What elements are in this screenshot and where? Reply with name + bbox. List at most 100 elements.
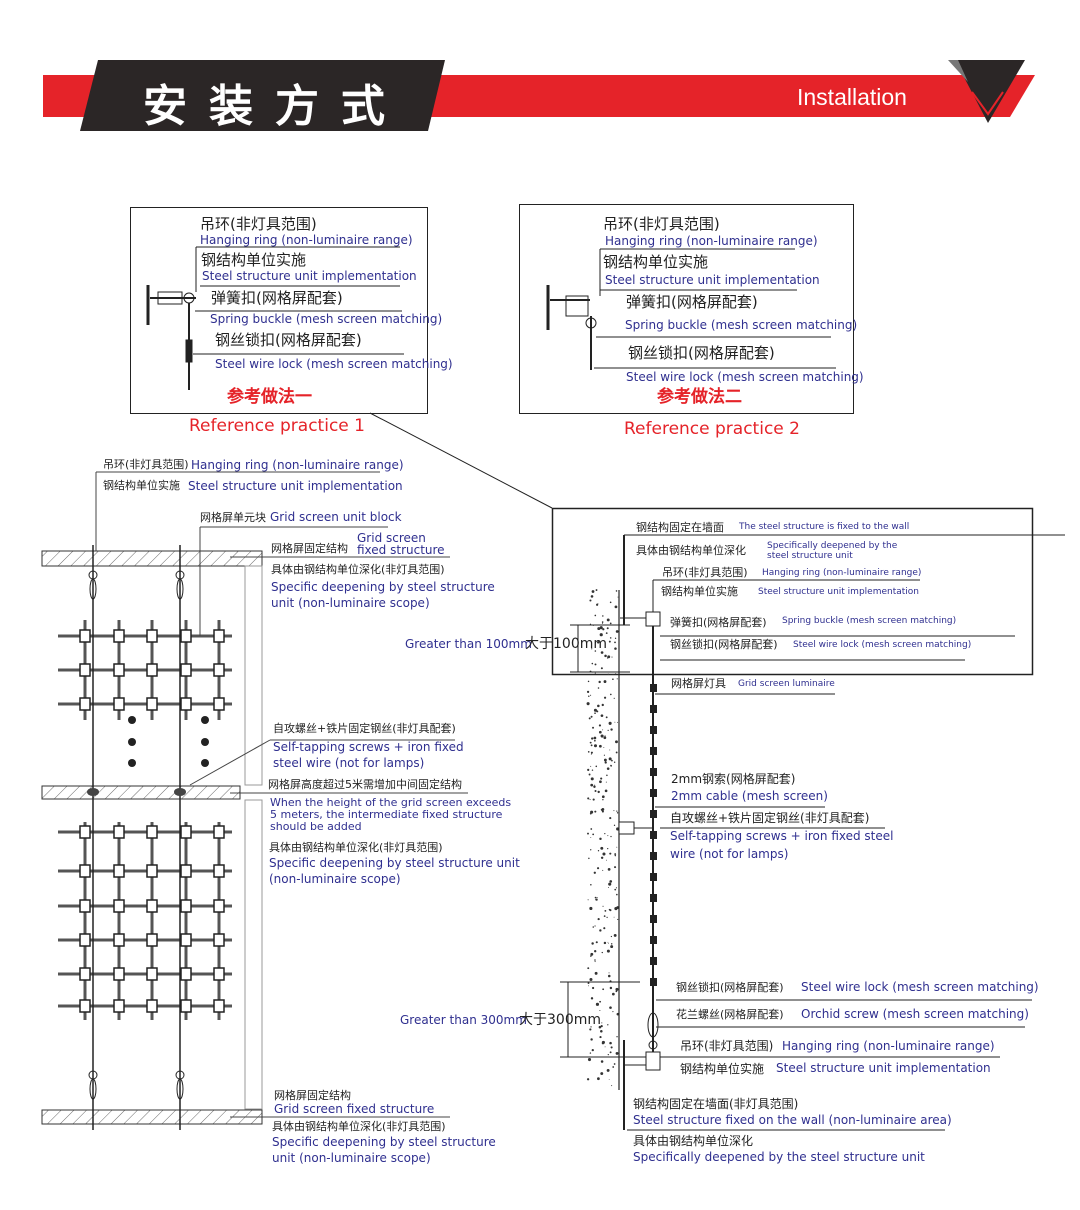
left-label: 网格屏单元块 bbox=[200, 511, 266, 524]
header-banner bbox=[43, 60, 1035, 131]
right-label: 2mm cable (mesh screen) bbox=[671, 789, 828, 803]
wall bbox=[586, 589, 620, 1087]
grid-node bbox=[113, 933, 125, 947]
dimension-label: Greater than 300mm bbox=[400, 1013, 527, 1027]
grid-node bbox=[180, 629, 192, 643]
ref1-label: 钢丝锁扣(网格屏配套) bbox=[215, 331, 362, 349]
grid-node bbox=[146, 864, 158, 878]
left-label: unit (non-luminaire scope) bbox=[271, 596, 430, 610]
grid-node bbox=[113, 629, 125, 643]
dimension-label: Greater than 100mm bbox=[405, 637, 532, 651]
right-label: 花兰螺丝(网格屏配套) bbox=[676, 1008, 784, 1021]
luminaire-node bbox=[650, 978, 657, 986]
ref2-label: 钢丝锁扣(网格屏配套) bbox=[628, 344, 775, 362]
right-label: Steel structure unit implementation bbox=[776, 1061, 991, 1075]
brand-logo bbox=[948, 60, 1025, 123]
ref2-label: Spring buckle (mesh screen matching) bbox=[625, 318, 858, 332]
grid-node bbox=[213, 697, 225, 711]
right-label: The steel structure is fixed to the wall bbox=[739, 522, 910, 532]
left-label: Grid screen unit block bbox=[270, 510, 402, 524]
right-label: 具体由钢结构单位深化 bbox=[633, 1134, 754, 1148]
continuation-dot bbox=[128, 759, 136, 767]
grid-node bbox=[180, 999, 192, 1013]
left-label: Specific deepening by steel structure un… bbox=[269, 856, 520, 870]
luminaire-node bbox=[650, 810, 657, 818]
luminaire-node bbox=[650, 726, 657, 734]
grid-node bbox=[146, 629, 158, 643]
right-label: Grid screen luminaire bbox=[738, 679, 835, 689]
grid-node bbox=[113, 967, 125, 981]
ref1-caption-en: Reference practice 1 bbox=[189, 416, 365, 436]
grid-node bbox=[113, 864, 125, 878]
grid-node bbox=[146, 663, 158, 677]
right-label: Self-tapping screws + iron fixed steel bbox=[670, 829, 894, 843]
luminaire-node bbox=[650, 957, 657, 965]
grid-node bbox=[79, 899, 91, 913]
grid-node bbox=[146, 967, 158, 981]
right-label: 钢结构单位实施 bbox=[661, 585, 738, 598]
left-label: Steel structure unit implementation bbox=[188, 479, 403, 493]
ref2-caption-cn: 参考做法二 bbox=[657, 387, 742, 407]
grid-node bbox=[113, 825, 125, 839]
ref1-label: Spring buckle (mesh screen matching) bbox=[210, 312, 443, 326]
grid-node bbox=[79, 967, 91, 981]
luminaire-node bbox=[650, 747, 657, 755]
right-label: 自攻螺丝+铁片固定钢丝(非灯具配套) bbox=[670, 811, 870, 825]
left-label: 网格屏固定结构 bbox=[274, 1089, 351, 1102]
right-label: Steel wire lock (mesh screen matching) bbox=[793, 640, 972, 650]
right-label: 2mm钢索(网格屏配套) bbox=[671, 772, 796, 786]
grid-node bbox=[180, 967, 192, 981]
right-label: Hanging ring (non-luminaire range) bbox=[782, 1039, 995, 1053]
right-label: Specifically deepened by the bbox=[767, 541, 898, 551]
luminaire-node bbox=[650, 789, 657, 797]
grid-node bbox=[113, 899, 125, 913]
left-label: 具体由钢结构单位深化(非灯具范围) bbox=[269, 841, 443, 854]
right-label: Steel structure unit implementation bbox=[758, 587, 919, 597]
ref2-label: 吊环(非灯具范围) bbox=[603, 215, 720, 233]
grid-node bbox=[146, 999, 158, 1013]
right-label: Spring buckle (mesh screen matching) bbox=[782, 616, 957, 626]
grid-node bbox=[180, 697, 192, 711]
dimension-value: 大于100mm bbox=[525, 636, 607, 652]
detail-box bbox=[551, 507, 1034, 676]
grid-node bbox=[180, 933, 192, 947]
grid-node bbox=[79, 933, 91, 947]
right-label: 钢结构单位实施 bbox=[680, 1062, 765, 1076]
header-title-en: Installation bbox=[797, 84, 907, 110]
grid-screen-modules bbox=[58, 545, 232, 1130]
header-title-cn: 安装方式 bbox=[143, 81, 407, 132]
continuation-dot bbox=[201, 738, 209, 746]
grid-node bbox=[146, 899, 158, 913]
left-label: should be added bbox=[270, 820, 362, 833]
ref2-label: Steel wire lock (mesh screen matching) bbox=[626, 370, 864, 384]
left-label: Grid screen fixed structure bbox=[274, 1102, 435, 1116]
grid-node bbox=[213, 999, 225, 1013]
left-label: Specific deepening by steel structure bbox=[271, 580, 495, 594]
grid-node bbox=[213, 899, 225, 913]
grid-node bbox=[79, 999, 91, 1013]
grid-node bbox=[79, 825, 91, 839]
left-label: Hanging ring (non-luminaire range) bbox=[191, 458, 404, 472]
grid-node bbox=[146, 825, 158, 839]
luminaire-node bbox=[650, 705, 657, 713]
reference-box-2 bbox=[519, 204, 854, 414]
ref1-label: Steel structure unit implementation bbox=[202, 269, 417, 283]
ref1-label: 钢结构单位实施 bbox=[201, 251, 307, 269]
right-label: Steel structure fixed on the wall (non-l… bbox=[633, 1113, 952, 1127]
right-label: 具体由钢结构单位深化 bbox=[636, 544, 746, 557]
luminaire-node bbox=[650, 768, 657, 776]
grid-node bbox=[180, 864, 192, 878]
grid-node bbox=[146, 933, 158, 947]
grid-node bbox=[180, 899, 192, 913]
ref1-label: 弹簧扣(网格屏配套) bbox=[211, 289, 343, 307]
left-label: unit (non-luminaire scope) bbox=[272, 1151, 431, 1165]
ref2-label: 弹簧扣(网格屏配套) bbox=[626, 293, 758, 311]
right-label: 钢结构固定在墙面 bbox=[636, 521, 724, 534]
ref1-label: Steel wire lock (mesh screen matching) bbox=[215, 357, 453, 371]
left-label: steel wire (not for lamps) bbox=[273, 756, 425, 770]
right-label: Steel wire lock (mesh screen matching) bbox=[801, 980, 1039, 994]
left-label: 具体由钢结构单位深化(非灯具范围) bbox=[271, 563, 445, 576]
luminaire-node bbox=[650, 831, 657, 839]
ref2-label: Steel structure unit implementation bbox=[605, 273, 820, 287]
